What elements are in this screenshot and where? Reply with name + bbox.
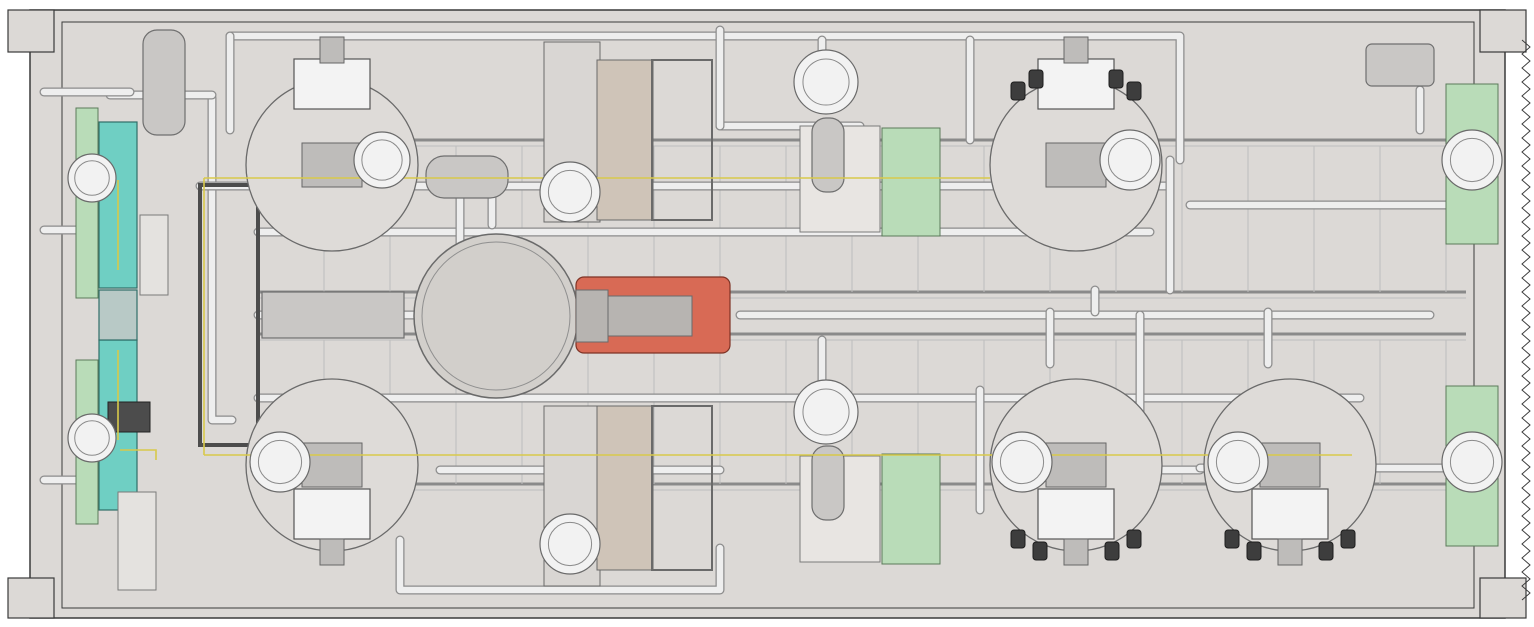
pump-terminal-box	[293, 488, 371, 540]
pipe-flange	[1207, 431, 1269, 493]
right-door-hinge-line	[1521, 39, 1531, 601]
pipe-flange	[249, 431, 311, 493]
pipe-run	[226, 32, 1184, 164]
left-cabinet-upper	[75, 107, 99, 299]
pipe-flange-ring	[74, 420, 110, 456]
heat-exchanger-bottom-frame	[651, 405, 713, 571]
pipe-flange	[793, 49, 859, 115]
pump-volute	[301, 142, 363, 188]
top-right-vessel	[1365, 43, 1435, 87]
pipe-run	[396, 536, 724, 594]
pump-bolt	[1108, 69, 1124, 89]
pipe-flange-ring	[1107, 137, 1153, 183]
pump-motor-end	[319, 538, 345, 566]
pipe-flange	[539, 513, 601, 575]
green-control-panel-bottom	[881, 453, 941, 565]
pump-units	[245, 36, 1377, 566]
corner-casting-top-left	[7, 9, 55, 53]
pump-bolt	[1126, 529, 1142, 549]
pump-bolt	[1126, 81, 1142, 101]
pump-motor-end	[1277, 538, 1303, 566]
heater-flange	[575, 289, 609, 343]
pump-volute	[301, 442, 363, 488]
pump-unit-top-right	[989, 36, 1163, 252]
pump-unit-bottom-middle	[989, 378, 1163, 566]
pipe-flange	[793, 379, 859, 445]
pipe-flange	[353, 131, 411, 189]
pump-volute	[1045, 442, 1107, 488]
left-controller-box	[139, 214, 169, 296]
pipe-flange-ring	[1449, 439, 1495, 485]
pump-bolt	[1318, 541, 1334, 561]
heat-exchanger-bottom-plates	[596, 405, 654, 571]
pump-bolt	[1246, 541, 1262, 561]
pipe-flanges	[67, 49, 1503, 575]
pump-motor-end	[1063, 36, 1089, 64]
pump-volute	[1259, 442, 1321, 488]
buffer-tank-inner-ring	[421, 241, 571, 391]
pipe-flange-ring	[547, 521, 593, 567]
pipe-flange-ring	[1215, 439, 1261, 485]
pipe-flange-ring	[361, 139, 403, 181]
left-small-panel	[117, 491, 157, 591]
heater-assembly	[261, 155, 731, 399]
pipe-flange-ring	[547, 169, 593, 215]
buffer-tank	[413, 233, 579, 399]
pipe-flange-ring	[999, 439, 1045, 485]
pipe-flange-ring	[802, 58, 850, 106]
heat-exchanger-top-frame	[651, 59, 713, 221]
pump-bolt	[1010, 81, 1026, 101]
pump-unit-top-left	[245, 36, 419, 252]
cable-run	[120, 449, 157, 460]
pump-terminal-box	[293, 58, 371, 110]
pipe-flange-ring	[802, 388, 850, 436]
corner-casting-bottom-right	[1479, 577, 1527, 619]
pump-bolt	[1340, 529, 1356, 549]
horizontal-vessel	[261, 291, 405, 339]
pipe-flange	[1441, 431, 1503, 493]
pipe-run	[208, 94, 236, 424]
heat-exchanger-top-plates	[596, 59, 654, 221]
electrical-panel-frame	[198, 183, 260, 447]
pump-terminal-box	[1251, 488, 1329, 540]
corner-casting-bottom-left	[7, 577, 55, 619]
corner-casting-top-right	[1479, 9, 1527, 53]
pump-bolt	[1224, 529, 1240, 549]
pipe-flange-ring	[1449, 137, 1495, 183]
vertical-cylinder-top	[811, 117, 845, 193]
filter-vessel	[142, 29, 186, 136]
pipe-flange	[1441, 129, 1503, 191]
pipe-flange	[1099, 129, 1161, 191]
pump-unit-bottom-left	[245, 378, 419, 566]
pump-terminal-box	[1037, 58, 1115, 110]
pump-bolt	[1028, 69, 1044, 89]
vertical-cylinder-bottom	[811, 445, 845, 521]
pipe-flange-ring	[257, 439, 303, 485]
pump-volute	[1045, 142, 1107, 188]
pipe-flange	[539, 161, 601, 223]
pump-bolt	[1032, 541, 1048, 561]
pump-motor-end	[319, 36, 345, 64]
pump-bolt	[1010, 529, 1026, 549]
pump-terminal-box	[1037, 488, 1115, 540]
green-control-panel-top	[881, 127, 941, 237]
valve-actuator-box	[107, 401, 151, 433]
pump-unit-bottom-right	[1203, 378, 1377, 566]
upper-small-vessel	[425, 155, 509, 199]
pipe-flange-ring	[74, 160, 110, 196]
pump-bolt	[1104, 541, 1120, 561]
left-junction-box	[98, 289, 138, 341]
heater-core	[595, 295, 693, 337]
pump-motor-end	[1063, 538, 1089, 566]
pipe-flange	[991, 431, 1053, 493]
